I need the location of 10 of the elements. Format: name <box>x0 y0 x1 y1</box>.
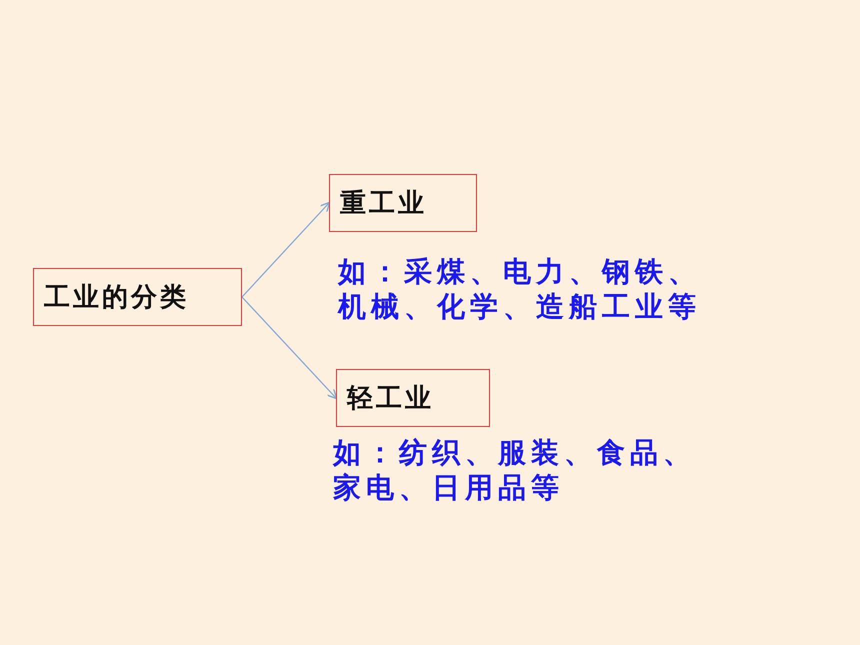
arrow <box>242 202 330 298</box>
example-text: 如：纺织、服装、食品、家电、日用品等 <box>333 435 697 505</box>
category-box <box>329 174 477 232</box>
category-label: 重工业 <box>340 188 427 220</box>
category-label: 工业的分类 <box>44 282 189 314</box>
example-text: 如：采煤、电力、钢铁、机械、化学、造船工业等 <box>338 254 702 324</box>
category-box <box>33 268 242 326</box>
arrow <box>242 296 338 400</box>
category-label: 轻工业 <box>347 382 434 416</box>
category-box <box>336 369 490 427</box>
